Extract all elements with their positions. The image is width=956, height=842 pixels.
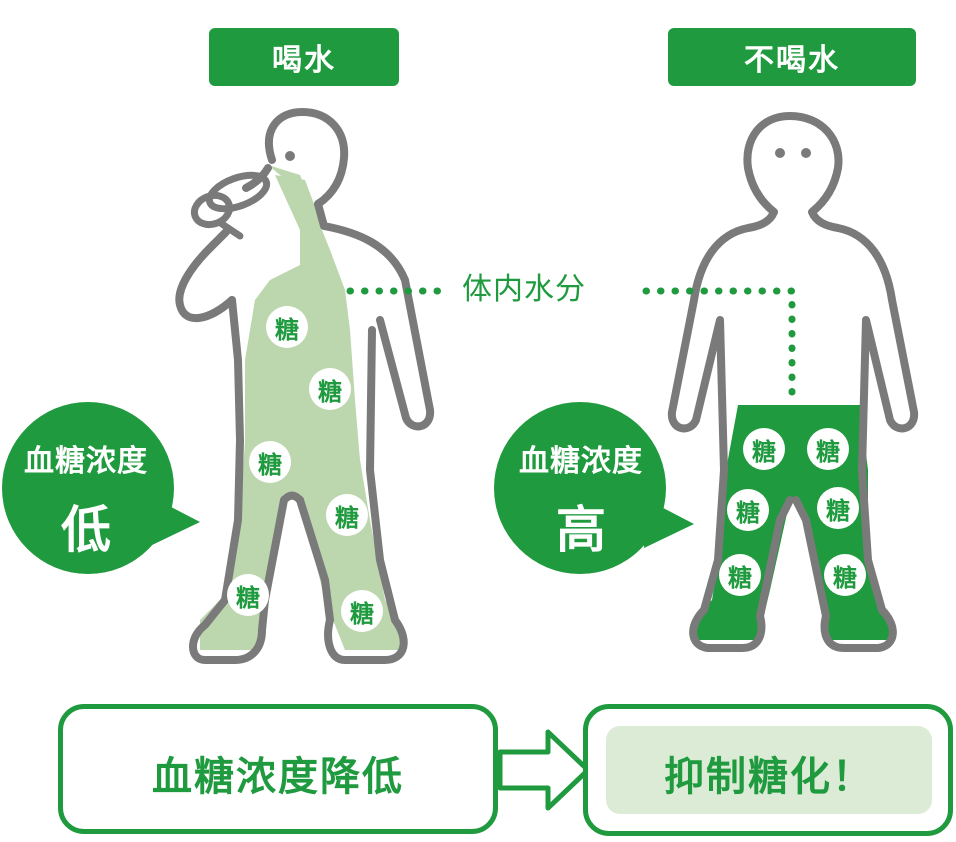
left-person-outline bbox=[175, 108, 435, 664]
sugar-label: 糖 bbox=[833, 563, 857, 592]
result-text: 血糖浓度降低 bbox=[152, 754, 404, 800]
right-eye-right bbox=[801, 148, 811, 158]
sugar-label: 糖 bbox=[736, 498, 760, 527]
sugar-label: 糖 bbox=[728, 563, 752, 592]
right-eye-left bbox=[775, 148, 785, 158]
sugar-label: 糖 bbox=[318, 377, 342, 406]
bubble-shapes bbox=[2, 402, 694, 574]
left-water-stream bbox=[275, 175, 330, 285]
left-speech-bubble bbox=[2, 402, 174, 574]
header-drink: 喝水 bbox=[209, 28, 399, 86]
sugar-label: 糖 bbox=[258, 450, 282, 479]
effect-text: 抑制糖化！ bbox=[664, 754, 874, 800]
sugar-label: 糖 bbox=[752, 437, 776, 466]
water-level-line bbox=[346, 287, 796, 399]
result-box bbox=[58, 704, 498, 834]
sugar-label: 糖 bbox=[826, 496, 850, 525]
body-water-label: 体内水分 bbox=[462, 272, 586, 307]
sugar-blobs bbox=[227, 306, 866, 632]
sugar-label: 糖 bbox=[816, 437, 840, 466]
right-bubble-tail bbox=[644, 498, 694, 548]
left-bubble-label: 血糖浓度 bbox=[24, 444, 148, 479]
header-drink-label: 喝水 bbox=[272, 43, 336, 78]
right-bubble-label: 血糖浓度 bbox=[519, 444, 643, 479]
effect-box-inner bbox=[606, 726, 932, 814]
arrow-icon bbox=[497, 729, 591, 811]
bottle-icon bbox=[190, 171, 271, 240]
left-bubble-tail bbox=[150, 496, 200, 546]
right-bubble-level: 高 bbox=[556, 501, 606, 559]
left-eye bbox=[285, 151, 295, 161]
right-speech-bubble bbox=[494, 402, 666, 574]
sugar-label: 糖 bbox=[236, 583, 260, 612]
right-person-outline bbox=[667, 112, 919, 652]
header-no-drink: 不喝水 bbox=[668, 28, 916, 86]
sugar-label: 糖 bbox=[275, 315, 299, 344]
sugar-label: 糖 bbox=[350, 599, 374, 628]
header-no-drink-label: 不喝水 bbox=[744, 43, 840, 78]
left-bubble-level: 低 bbox=[61, 501, 111, 559]
sugar-label: 糖 bbox=[335, 503, 359, 532]
